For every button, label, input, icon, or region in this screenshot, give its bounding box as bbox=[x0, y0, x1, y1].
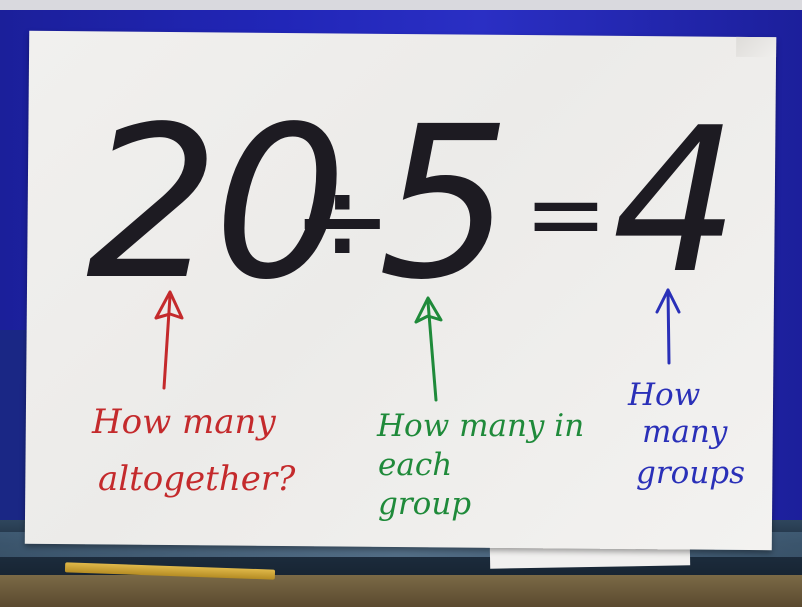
dividend-label-line-2: altogether? bbox=[98, 459, 296, 499]
quotient-label-line-3: groups bbox=[636, 455, 745, 491]
quotient-arrow bbox=[655, 288, 681, 365]
divisor-label-line-1: How many in bbox=[376, 408, 584, 444]
equation-equals-sign: = bbox=[524, 155, 608, 272]
divisor-label-line-2: each bbox=[378, 447, 452, 483]
equation-dividend: 20 bbox=[86, 81, 341, 326]
equation: 20 ÷ 5 = 4 bbox=[86, 81, 739, 326]
quotient-label-line-2: many bbox=[642, 414, 728, 450]
divisor-label-line-3: group bbox=[378, 486, 471, 522]
equation-divisor: 5 bbox=[378, 81, 512, 326]
divisor-arrow bbox=[414, 296, 443, 402]
equation-quotient: 4 bbox=[612, 85, 739, 318]
quotient-label: How many groups bbox=[627, 377, 745, 491]
divisor-label: How many in each group bbox=[376, 408, 584, 522]
table-surface bbox=[0, 575, 802, 607]
dividend-label-line-1: How many bbox=[91, 402, 276, 442]
equation-divide-sign: ÷ bbox=[292, 152, 393, 291]
dividend-arrow bbox=[154, 290, 184, 390]
dividend-label: How many altogether? bbox=[91, 402, 296, 499]
quotient-label-line-1: How bbox=[627, 377, 700, 413]
wall-top-strip bbox=[0, 0, 802, 12]
